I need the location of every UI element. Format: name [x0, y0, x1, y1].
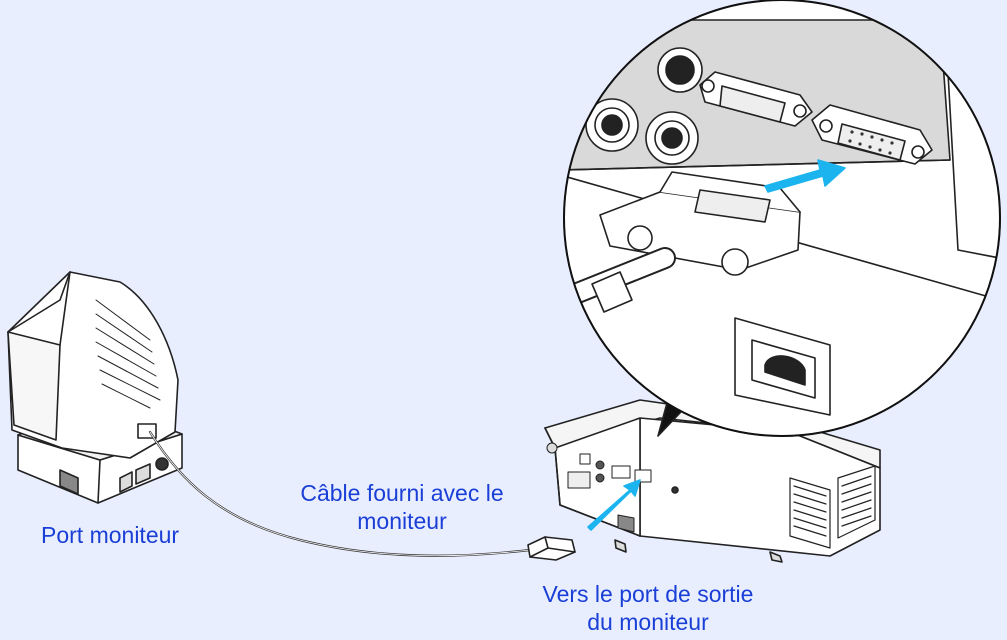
destination-label-line1: Vers le port de sortie [503, 580, 793, 608]
magnifier-callout-icon [560, 0, 1007, 436]
cable-label: Câble fourni avec le moniteur [279, 479, 525, 535]
vga-connector-icon [528, 537, 575, 560]
monitor-icon [8, 272, 182, 503]
cable-label-line1: Câble fourni avec le [279, 479, 525, 507]
destination-label: Vers le port de sortie du moniteur [503, 580, 793, 636]
monitor-port-label: Port moniteur [41, 521, 179, 549]
cable-label-line2: moniteur [279, 507, 525, 535]
destination-label-line2: du moniteur [503, 608, 793, 636]
